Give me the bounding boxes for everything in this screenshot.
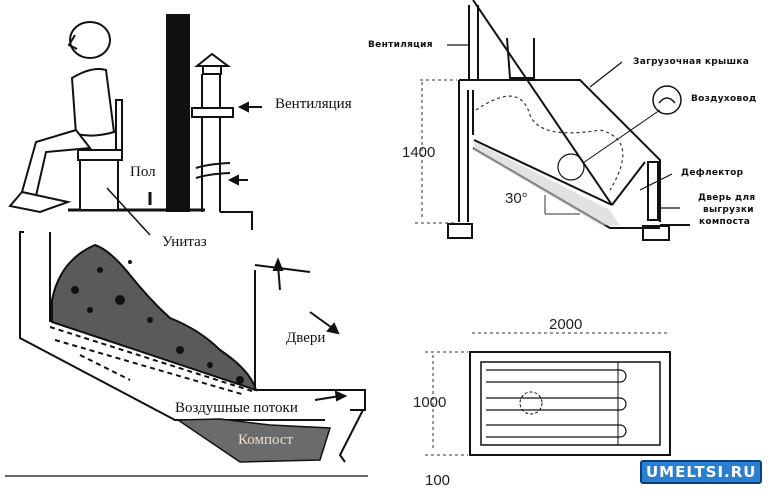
air-flow-lines [49,326,256,396]
label-floor: Пол [130,164,156,180]
label-ventilation-left: Вентиляция [275,96,352,112]
label-toilet: Унитаз [162,234,207,250]
lid-pointer [589,61,623,88]
label-doors: Двери [286,330,326,346]
label-unload-door-1: Дверь для [698,193,756,203]
label-unload-door-2: выгрузки [703,205,754,215]
airflow-dashed-curve [475,95,624,191]
label-deflector: Дефлектор [681,168,744,178]
vent-pipe [191,52,253,230]
duct-pointer [582,109,661,164]
air-flow-arrows [272,257,348,402]
dim-height-1400: 1400 [402,144,436,161]
label-air-flows: Воздушные потоки [175,400,298,416]
label-unload-door-3: компоста [699,217,751,227]
waste-speckles [71,260,244,384]
house-wall [166,14,190,212]
label-ventilation-section: Вентиляция [368,40,433,50]
plan-pipes [486,369,627,438]
dim-wall-100: 100 [425,472,451,489]
dim-length-2000: 2000 [549,316,583,333]
compost-heap [175,418,332,463]
plan-drawing [469,351,671,456]
deflector-pointer [639,173,673,191]
label-air-duct: Воздуховод [691,94,757,104]
duct-circle [557,153,585,181]
dim-width-1000: 1000 [413,394,447,411]
duct-detail-circle [652,85,682,115]
duct-detail-arrow [658,97,676,104]
label-loading-lid: Загрузочная крышка [633,57,750,67]
height-dimension [415,79,457,224]
plan-hole [519,391,543,415]
plan-dimensions [425,332,668,456]
toilet-pointer [106,187,151,236]
watermark-logo: UMELTSI.RU [640,460,763,484]
angle-dimension [544,195,580,215]
person-figure [8,21,123,214]
vent-arrows [227,101,262,186]
label-compost: Компост [238,432,294,448]
waste-pile [51,243,258,392]
dim-angle-30: 30° [505,190,528,207]
section-fill [473,142,620,226]
